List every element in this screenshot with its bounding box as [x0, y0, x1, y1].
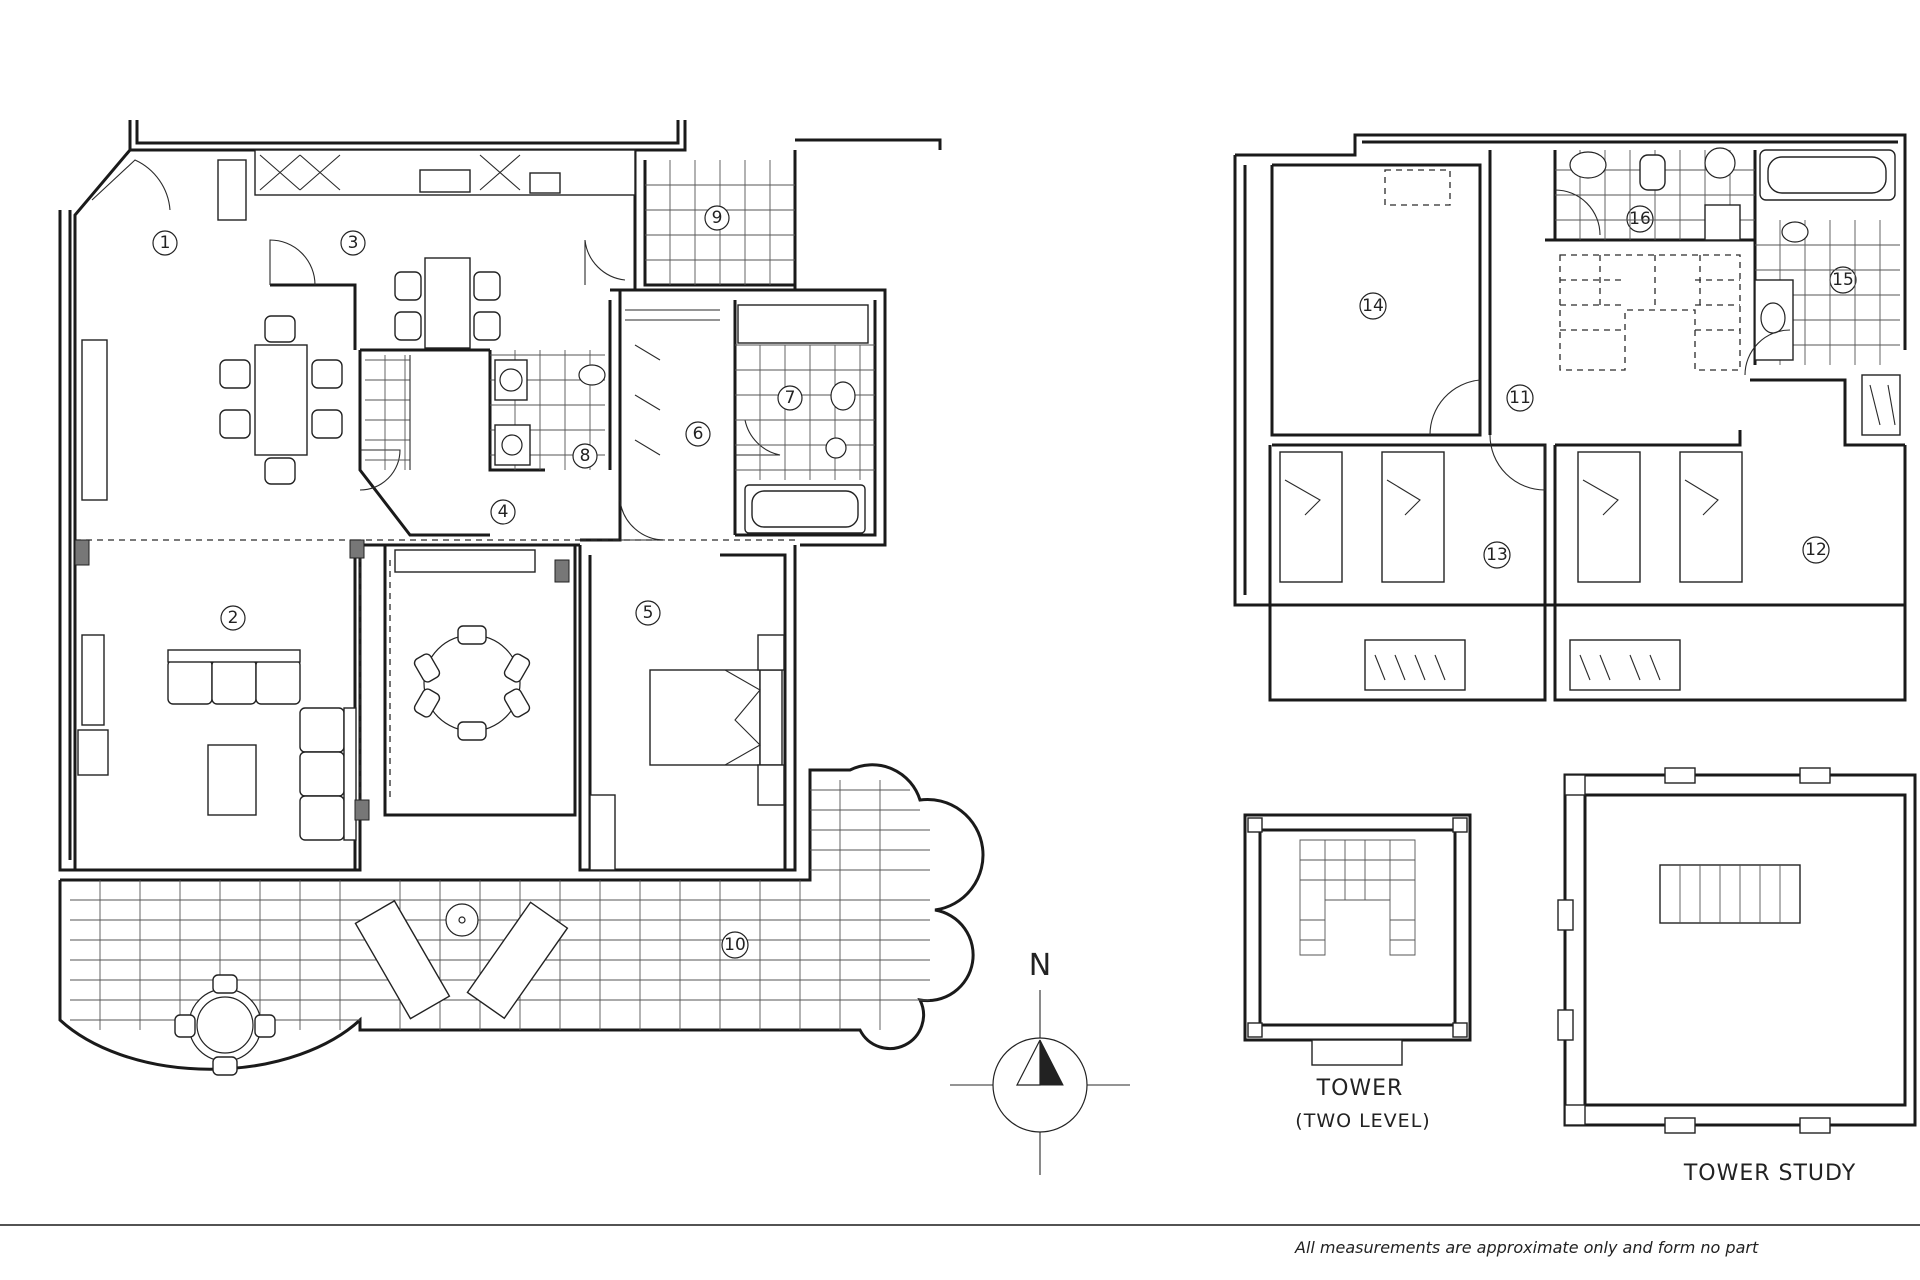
room-15-label: 15	[1829, 266, 1857, 294]
svg-text:5: 5	[643, 603, 654, 623]
north-label: N	[1029, 948, 1051, 983]
room-8-label: 8	[572, 443, 598, 469]
footer-disclaimer: All measurements are approximate only an…	[1294, 1238, 1759, 1257]
svg-text:7: 7	[785, 388, 796, 408]
svg-text:10: 10	[724, 935, 746, 955]
bathroom-tiles	[735, 344, 875, 480]
tower-study-label: TOWER STUDY	[1683, 1161, 1856, 1186]
svg-text:1: 1	[160, 233, 171, 253]
svg-text:11: 11	[1509, 388, 1531, 408]
svg-text:14: 14	[1362, 296, 1384, 316]
svg-text:16: 16	[1629, 209, 1651, 229]
svg-text:12: 12	[1805, 540, 1827, 560]
svg-text:8: 8	[580, 446, 591, 466]
room-2-label: 2	[220, 605, 246, 631]
room-5-label: 5	[635, 600, 661, 626]
svg-text:2: 2	[228, 608, 239, 628]
room-13-label: 13	[1483, 541, 1511, 569]
north-arrow: N	[950, 948, 1130, 1175]
tower-study-plan: TOWER STUDY	[1557, 767, 1917, 1186]
room-9-label: 9	[704, 205, 730, 231]
svg-text:13: 13	[1486, 545, 1508, 565]
svg-text:15: 15	[1832, 270, 1854, 290]
terrace-10	[58, 763, 985, 1076]
tower-two-level-label: (TWO LEVEL)	[1295, 1110, 1430, 1132]
room-14-label: 14	[1359, 292, 1387, 320]
room-4-label: 4	[490, 499, 516, 525]
svg-text:6: 6	[693, 424, 704, 444]
room-16-label: 16	[1626, 205, 1654, 233]
staircase-first	[1559, 254, 1741, 371]
room-1-label: 1	[152, 230, 178, 256]
room-10-label: 10	[721, 931, 749, 959]
room-12-label: 12	[1802, 536, 1830, 564]
room-11-label: 11	[1506, 384, 1534, 412]
ground-floor-plan	[58, 120, 985, 1076]
room-3-label: 3	[340, 230, 366, 256]
svg-text:3: 3	[348, 233, 359, 253]
room-6-label: 6	[685, 421, 711, 447]
first-floor-plan	[1233, 133, 1907, 702]
svg-text:4: 4	[498, 502, 509, 522]
room-7-label: 7	[777, 385, 803, 411]
staircase-ground	[365, 355, 411, 470]
tower-two-level-plan: TOWER (TWO LEVEL)	[1243, 813, 1472, 1132]
svg-text:9: 9	[712, 208, 723, 228]
room-labels: 1 2 3 4 5 6 7 8 9 10 11 12 13 14 15 16	[152, 205, 1857, 959]
tower-label: TOWER	[1316, 1076, 1404, 1101]
